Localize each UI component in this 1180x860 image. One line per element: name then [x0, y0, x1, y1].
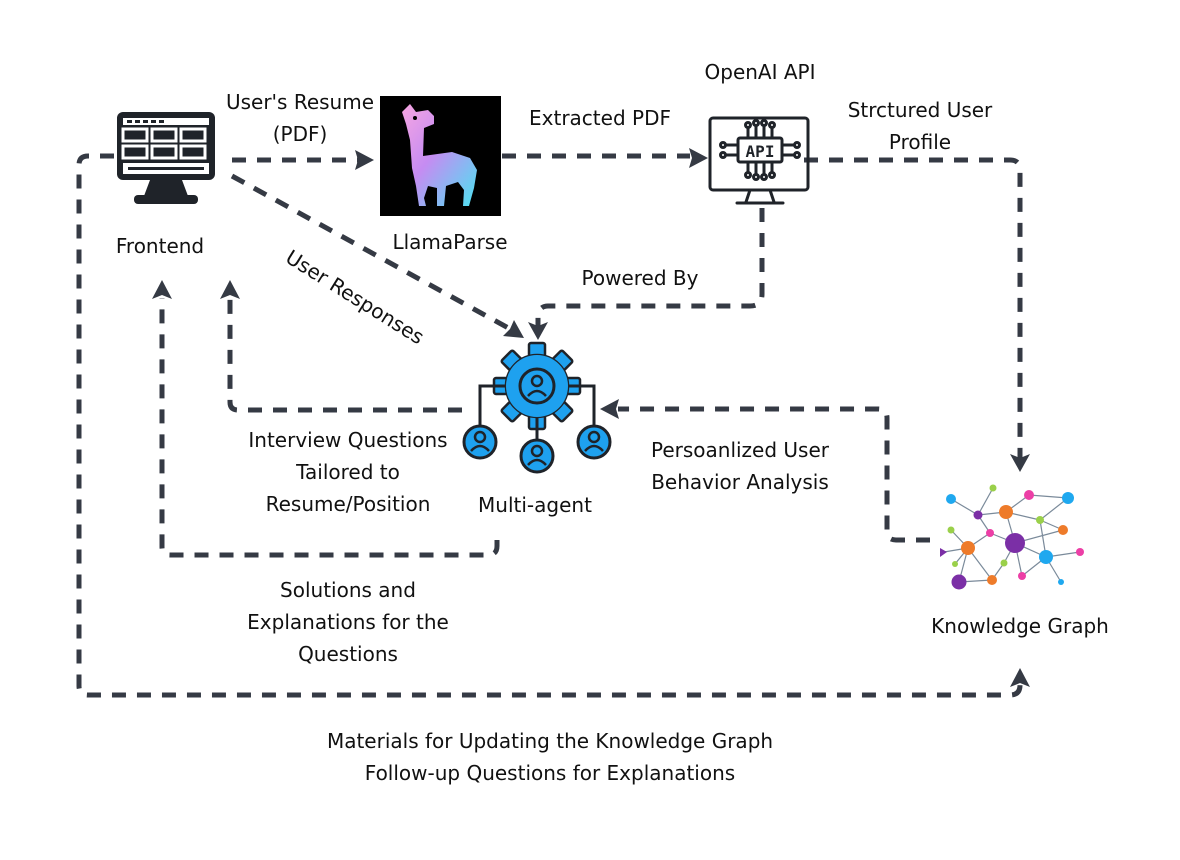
connector-multi-agent-to-frontend-questions	[227, 298, 462, 413]
multi-agent-icon[interactable]	[462, 341, 612, 474]
api-monitor-icon[interactable]	[708, 116, 810, 205]
arrowhead-materials-to-knowledge-graph	[1010, 668, 1030, 687]
api-screen-text: API	[746, 142, 775, 161]
connector-multi-agent-to-frontend-solutions	[159, 298, 500, 558]
connector-frontend-to-multi-agent	[230, 173, 514, 333]
edge-label-powered-by: Powered By	[581, 266, 699, 290]
arrowhead-questions-to-frontend	[220, 280, 240, 299]
gear-icon	[492, 341, 582, 431]
connector-frontend-to-knowledge-graph	[76, 153, 1023, 698]
node-label-multi-agent: Multi-agent	[478, 493, 592, 517]
agent-avatar-icon	[462, 424, 498, 460]
node-label-llamaparse: LlamaParse	[392, 230, 508, 254]
node-label-openai-api: OpenAI API	[704, 60, 816, 84]
connector-arrowheads	[152, 148, 1030, 687]
arrowhead-to-knowledge-graph	[1010, 454, 1030, 472]
connector-openai-to-multi-agent	[535, 208, 765, 326]
connector-knowledge-graph-to-multi-agent	[618, 406, 930, 543]
arrowhead-behavior-to-multi-agent	[600, 399, 619, 419]
agent-avatar-icon	[576, 424, 612, 460]
connector-openai-to-knowledge-graph	[804, 157, 1023, 458]
arrowhead-powered-to-multi-agent	[528, 322, 548, 340]
arrowhead-responses-to-multi-agent	[503, 320, 524, 338]
node-label-knowledge-graph: Knowledge Graph	[931, 614, 1109, 638]
edge-label-users-resume: User's Resume(PDF)	[225, 90, 375, 146]
agent-avatar-icon	[519, 438, 555, 474]
arrowhead-to-openai	[689, 148, 708, 168]
network-graph-icon[interactable]	[940, 484, 1084, 590]
monitor-icon[interactable]	[117, 112, 215, 204]
node-label-frontend: Frontend	[115, 234, 205, 258]
arrowhead-to-llamaparse	[355, 150, 374, 170]
llama-logo-icon[interactable]	[380, 96, 501, 216]
arrowhead-solutions-to-frontend	[152, 280, 172, 299]
edge-label-knowledge-graph-materials: Materials for Updating the Knowledge Gra…	[326, 729, 774, 785]
edge-label-extracted-pdf: Extracted PDF	[529, 106, 671, 130]
